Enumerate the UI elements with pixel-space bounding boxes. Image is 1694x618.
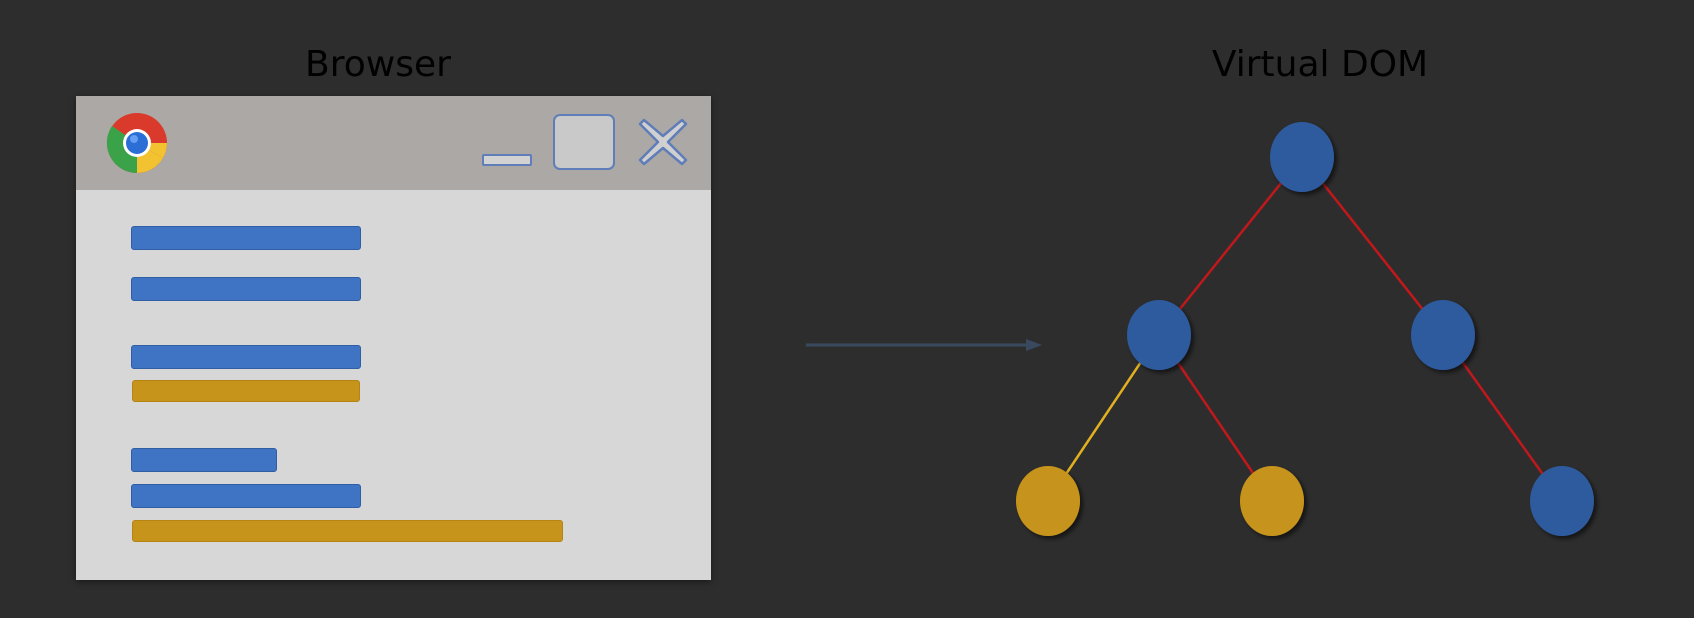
minimize-icon[interactable] <box>482 154 532 166</box>
browser-titlebar <box>76 96 711 190</box>
tree-node-root <box>1270 122 1334 192</box>
content-bar-7 <box>132 520 563 542</box>
transition-arrow <box>806 339 1042 351</box>
tree-edge-root-to-left <box>1158 156 1303 336</box>
content-bar-4 <box>132 380 360 402</box>
browser-window <box>76 96 711 580</box>
tree-edge-right-to-right-right <box>1441 334 1564 502</box>
tree-node-right-right <box>1530 466 1594 536</box>
content-bar-6 <box>131 484 361 508</box>
content-bar-1 <box>131 226 361 250</box>
tree-node-left-left <box>1016 466 1080 536</box>
tree-edge-root-to-right <box>1301 156 1444 336</box>
tree-node-right <box>1411 300 1475 370</box>
close-icon[interactable] <box>636 114 690 170</box>
tree-node-left-right <box>1240 466 1304 536</box>
tree-node-left <box>1127 300 1191 370</box>
content-bar-2 <box>131 277 361 301</box>
maximize-icon[interactable] <box>553 114 615 170</box>
content-bar-3 <box>131 345 361 369</box>
chrome-logo-icon <box>106 113 168 173</box>
browser-heading: Browser <box>305 44 451 85</box>
content-bar-5 <box>131 448 277 472</box>
virtual-dom-heading: Virtual DOM <box>1211 44 1429 85</box>
